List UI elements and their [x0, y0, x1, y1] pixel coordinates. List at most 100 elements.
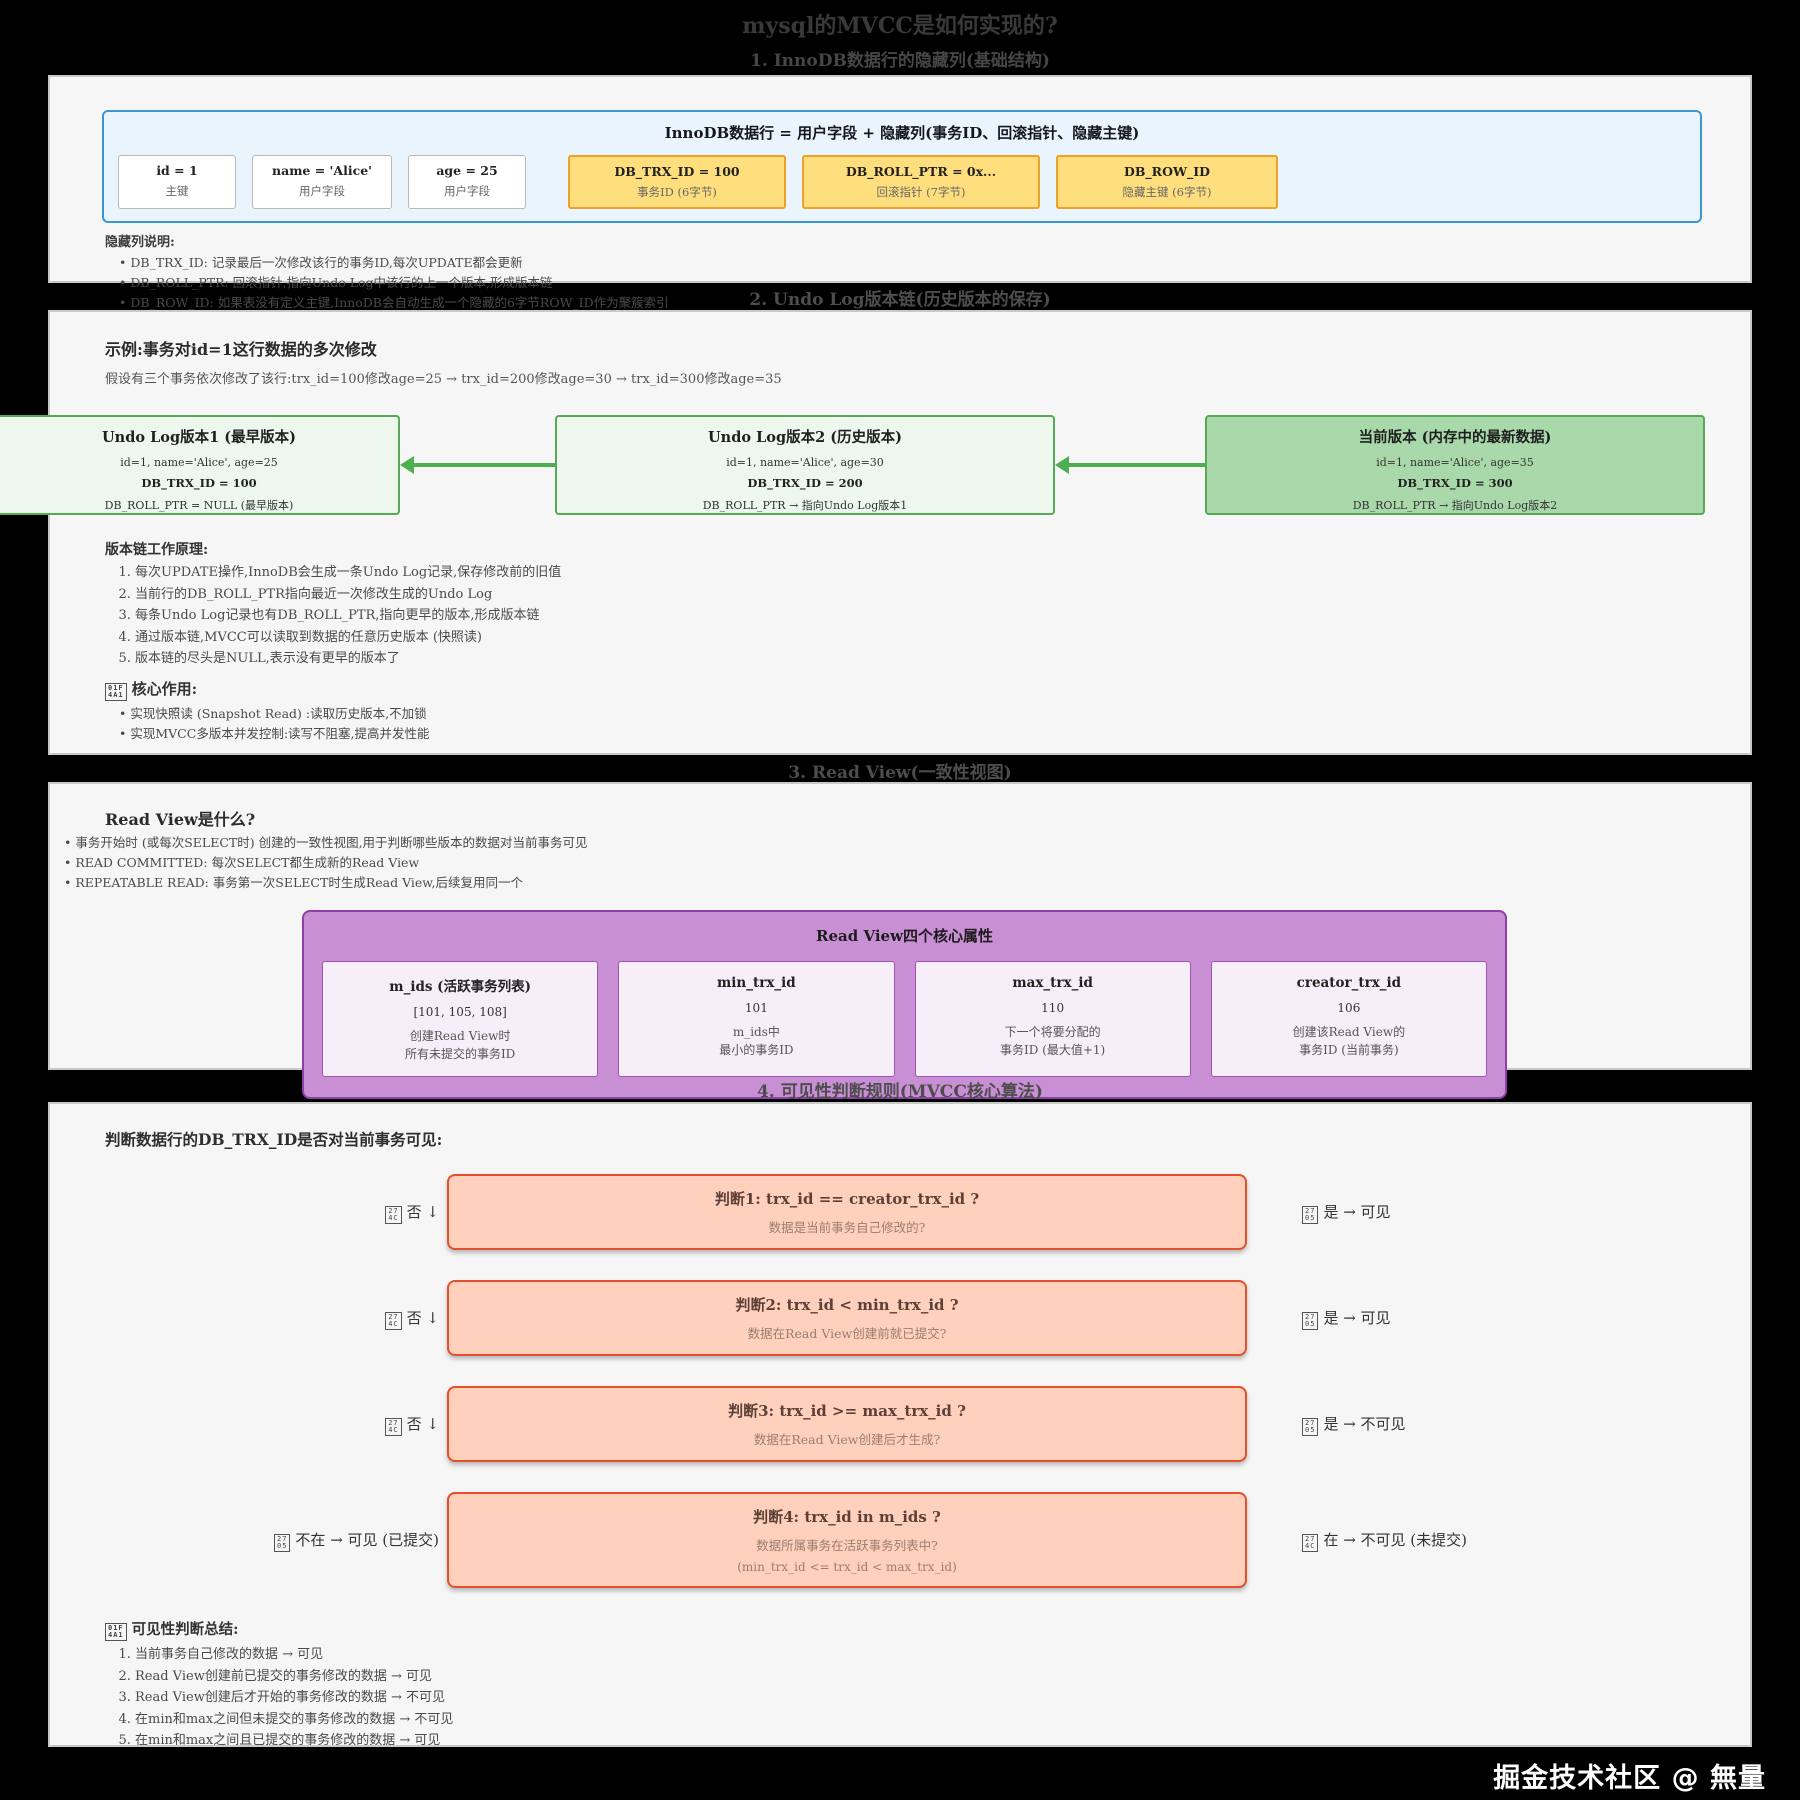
readview-box-title: Read View四个核心属性	[816, 927, 993, 946]
judgment-desc: 数据在Read View创建前就已提交?	[747, 1326, 947, 1341]
page-title: mysql的MVCC是如何实现的?	[742, 13, 1058, 39]
version-chain: Undo Log版本1 (最早版本) id=1, name='Alice', a…	[0, 397, 1750, 537]
note-item: DB_TRX_ID: 记录最后一次修改该行的事务ID,每次UPDATE都会更新	[119, 254, 1750, 272]
principle-item: 每条Undo Log记录也有DB_ROLL_PTR,指向更早的版本,形成版本链	[135, 607, 1750, 625]
summary-item: 当前事务自己修改的数据 → 可见	[135, 1646, 1750, 1664]
attr-name: max_trx_id	[1012, 975, 1093, 992]
version-trx: DB_TRX_ID = 100	[141, 476, 257, 490]
attr-m-ids: m_ids (活跃事务列表) [101, 105, 108] 创建Read Vi…	[322, 961, 599, 1078]
judgment1-box: 判断1: trx_id == creator_trx_id ? 数据是当前事务自…	[447, 1174, 1247, 1250]
field-label: 用户字段	[444, 184, 490, 198]
principle-item: 通过版本链,MVCC可以读取到数据的任意历史版本 (快照读)	[135, 629, 1750, 647]
section3-title: 3. Read View(一致性视图)	[788, 763, 1012, 783]
summary-item: Read View创建后才开始的事务修改的数据 → 不可见	[135, 1689, 1750, 1707]
attr-name: min_trx_id	[717, 975, 796, 992]
judgment-title: 判断1: trx_id == creator_trx_id ?	[714, 1190, 980, 1208]
summary-item: Read View创建前已提交的事务修改的数据 → 可见	[135, 1668, 1750, 1686]
attr-value: 106	[1337, 1001, 1361, 1016]
note-item: DB_ROLL_PTR: 回滚指针,指向Undo Log中该行的上一个版本,形成…	[119, 274, 1750, 292]
attr-min-trx-id: min_trx_id 101 m_ids中最小的事务ID	[618, 961, 895, 1078]
version-trx: DB_TRX_ID = 200	[747, 476, 863, 490]
section1-title: 1. InnoDB数据行的隐藏列(基础结构)	[750, 51, 1050, 71]
hidden-column-notes: 隐藏列说明: DB_TRX_ID: 记录最后一次修改该行的事务ID,每次UPDA…	[105, 231, 1750, 312]
field-label: 事务ID (6字节)	[637, 185, 717, 199]
fields-row: id = 1 主键 name = 'Alice' 用户字段 age = 25 用…	[118, 155, 1686, 209]
panel-hidden-columns: InnoDB数据行 = 用户字段 + 隐藏列(事务ID、回滚指针、隐藏主键) i…	[48, 75, 1752, 310]
version-title: Undo Log版本1 (最早版本)	[102, 429, 296, 446]
field-db-row-id: DB_ROW_ID 隐藏主键 (6字节)	[1056, 155, 1278, 209]
field-value: DB_ROW_ID	[1124, 164, 1210, 179]
left-arrow-icon	[400, 456, 555, 474]
field-id: id = 1 主键	[118, 155, 236, 209]
field-label: 主键	[165, 184, 189, 198]
readview-bullet: REPEATABLE READ: 事务第一次SELECT时生成Read View…	[64, 874, 1750, 892]
attr-desc: 创建Read View时	[409, 1029, 511, 1044]
field-label: 回滚指针 (7字节)	[876, 185, 966, 199]
core-point: 实现快照读 (Snapshot Read) :读取历史版本,不加锁	[119, 705, 1750, 723]
judgment-desc: 数据所属事务在活跃事务列表中?	[756, 1538, 938, 1553]
judgment-title: 判断2: trx_id < min_trx_id ?	[735, 1296, 959, 1314]
example-subtitle: 假设有三个事务依次修改了该行:trx_id=100修改age=25 → trx_…	[105, 372, 782, 387]
version-roll: DB_ROLL_PTR = NULL (最早版本)	[104, 499, 294, 512]
judgment3-box: 判断3: trx_id >= max_trx_id ? 数据在Read View…	[447, 1386, 1247, 1462]
attr-desc: 事务ID (当前事务)	[1299, 1043, 1399, 1058]
readview-question: Read View是什么?	[105, 810, 256, 829]
judgment-title: 判断3: trx_id >= max_trx_id ?	[728, 1402, 966, 1420]
attr-name: creator_trx_id	[1296, 975, 1402, 992]
field-db-roll-ptr: DB_ROLL_PTR = 0x... 回滚指针 (7字节)	[802, 155, 1040, 209]
attr-value: [101, 105, 108]	[413, 1005, 507, 1020]
version-row: id=1, name='Alice', age=25	[120, 456, 278, 469]
attr-desc: 事务ID (最大值+1)	[1000, 1043, 1106, 1058]
judgment4-box: 判断4: trx_id in m_ids ? 数据所属事务在活跃事务列表中? (…	[447, 1492, 1247, 1588]
judgment-desc: 数据在Read View创建后才生成?	[753, 1432, 941, 1447]
judgment2-box: 判断2: trx_id < min_trx_id ? 数据在Read View创…	[447, 1280, 1247, 1356]
notes-title: 隐藏列说明:	[105, 235, 175, 250]
panel-version-chain: 示例:事务对id=1这行数据的多次修改 假设有三个事务依次修改了该行:trx_i…	[0, 310, 1752, 755]
attr-desc: 创建该Read View的	[1292, 1025, 1406, 1040]
principles-title: 版本链工作原理:	[105, 542, 209, 558]
watermark: 掘金技术社区 @ 無量	[1493, 1763, 1766, 1794]
innodb-row-container: InnoDB数据行 = 用户字段 + 隐藏列(事务ID、回滚指针、隐藏主键) i…	[102, 110, 1702, 223]
readview-attributes-container: Read View四个核心属性 m_ids (活跃事务列表) [101, 105…	[302, 910, 1507, 1100]
version-roll: DB_ROLL_PTR → 指向Undo Log版本1	[702, 499, 908, 512]
judgment-extra: (min_trx_id <= trx_id < max_trx_id)	[737, 1560, 957, 1574]
version-title: Undo Log版本2 (历史版本)	[708, 429, 902, 446]
attr-value: 101	[744, 1001, 768, 1016]
attr-desc: 下一个将要分配的	[1004, 1025, 1101, 1040]
field-value: DB_TRX_ID = 100	[614, 164, 740, 179]
version-roll: DB_ROLL_PTR → 指向Undo Log版本2	[1352, 499, 1558, 512]
attr-creator-trx-id: creator_trx_id 106 创建该Read View的事务ID (当前…	[1210, 961, 1487, 1078]
page-title-block: mysql的MVCC是如何实现的? 1. InnoDB数据行的隐藏列(基础结构)	[0, 6, 1800, 71]
core-point: 实现MVCC多版本并发控制:读写不阻塞,提高并发性能	[119, 725, 1750, 743]
attr-desc: 所有未提交的事务ID	[404, 1047, 516, 1062]
attr-desc: 最小的事务ID	[719, 1043, 794, 1058]
visibility-header: 判断数据行的DB_TRX_ID是否对当前事务可见:	[105, 1130, 443, 1149]
undo-log-version1-box: Undo Log版本1 (最早版本) id=1, name='Alice', a…	[0, 415, 400, 515]
section2-title: 2. Undo Log版本链(历史版本的保存)	[749, 290, 1051, 310]
readview-bullet: 事务开始时 (或每次SELECT时) 创建的一致性视图,用于判断哪些版本的数据对…	[64, 834, 1750, 852]
summary-item: 在min和max之间但未提交的事务修改的数据 → 不可见	[135, 1711, 1750, 1729]
